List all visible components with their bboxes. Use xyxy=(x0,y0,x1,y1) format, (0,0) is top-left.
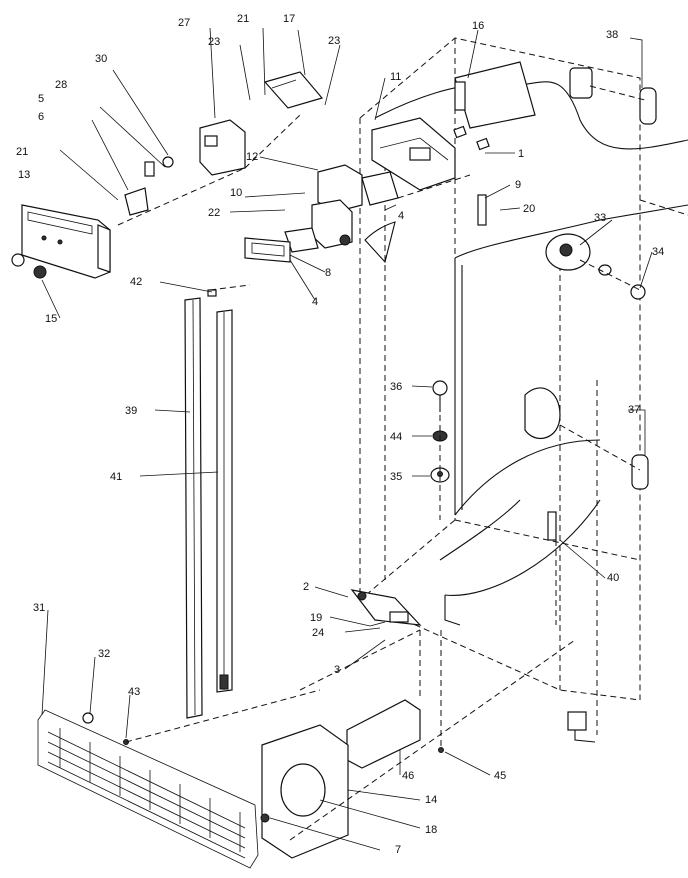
callout-2: 2 xyxy=(303,581,309,593)
bracket-6 xyxy=(124,187,149,216)
knob-15 xyxy=(11,253,47,279)
callout-12: 12 xyxy=(246,151,258,163)
callout-21a: 21 xyxy=(237,13,249,25)
control-box-27 xyxy=(199,119,246,176)
callout-14: 14 xyxy=(425,794,437,806)
callout-45: 45 xyxy=(494,770,506,782)
callout-30: 30 xyxy=(95,53,107,65)
callout-3: 3 xyxy=(334,664,340,676)
assembly-lines xyxy=(117,85,646,841)
switch-28 xyxy=(144,156,174,177)
callout-5: 5 xyxy=(38,93,44,105)
callout-17: 17 xyxy=(283,13,295,25)
callout-34: 34 xyxy=(652,246,664,258)
callout-27: 27 xyxy=(178,17,190,29)
clip-42 xyxy=(207,289,217,297)
callout-38: 38 xyxy=(606,29,618,41)
callout-11: 11 xyxy=(390,71,401,83)
callout-44: 44 xyxy=(390,431,402,443)
callout-7: 7 xyxy=(395,844,401,856)
light-socket-38 xyxy=(569,67,657,125)
front-grille-31 xyxy=(37,709,259,869)
cabinet-liner xyxy=(364,81,688,743)
callout-8: 8 xyxy=(325,267,331,279)
housing-10 xyxy=(311,199,353,249)
door-strip-39 xyxy=(184,297,203,719)
lens-4 xyxy=(244,237,291,263)
callout-24: 24 xyxy=(312,627,324,639)
callout-13: 13 xyxy=(18,169,30,181)
callout-39: 39 xyxy=(125,405,137,417)
door-strip-41 xyxy=(216,309,233,693)
callout-37: 37 xyxy=(628,404,640,416)
screw-7 xyxy=(260,813,270,823)
control-housing xyxy=(371,117,456,191)
callout-4a: 4 xyxy=(398,210,404,222)
control-panel-13 xyxy=(21,204,111,279)
callout-32: 32 xyxy=(98,648,110,660)
screw-45 xyxy=(438,747,444,753)
callout-31: 31 xyxy=(33,602,45,614)
callout-20: 20 xyxy=(523,203,535,215)
callout-23b: 23 xyxy=(328,35,340,47)
light-socket-37 xyxy=(524,387,649,490)
callout-6: 6 xyxy=(38,111,44,123)
sensor-9 xyxy=(477,194,487,226)
insulation-46 xyxy=(346,699,421,769)
callout-4b: 4 xyxy=(312,296,318,308)
baffle-40 xyxy=(547,511,557,541)
fan-shroud-14 xyxy=(261,724,349,859)
callouts: 1 2 3 4 4 5 6 7 8 9 10 11 12 13 14 15 16… xyxy=(16,13,664,856)
pin-1 xyxy=(453,125,490,151)
callout-46: 46 xyxy=(402,770,414,782)
callout-19: 19 xyxy=(310,612,322,624)
callout-43: 43 xyxy=(128,686,140,698)
top-bracket-16 xyxy=(454,61,536,129)
callout-22: 22 xyxy=(208,207,220,219)
bracket-17 xyxy=(263,71,324,109)
cover-12 xyxy=(317,164,399,213)
callout-1: 1 xyxy=(518,148,524,160)
callout-36: 36 xyxy=(390,381,402,393)
leader-lines xyxy=(41,27,653,851)
hinge-bracket xyxy=(350,589,422,626)
callout-42: 42 xyxy=(130,276,142,288)
callout-33: 33 xyxy=(594,212,606,224)
callout-15: 15 xyxy=(45,313,57,325)
callout-41: 41 xyxy=(110,471,122,483)
callout-23a: 23 xyxy=(208,36,220,48)
clip-32 xyxy=(82,712,94,724)
callout-21b: 21 xyxy=(16,146,28,158)
callout-28: 28 xyxy=(55,79,67,91)
callout-18: 18 xyxy=(425,824,437,836)
water-valve-33 xyxy=(545,233,646,300)
callout-10: 10 xyxy=(230,187,242,199)
callout-40: 40 xyxy=(607,572,619,584)
callout-35: 35 xyxy=(390,471,402,483)
fitting-36 xyxy=(432,380,448,412)
callout-9: 9 xyxy=(515,179,521,191)
callout-16: 16 xyxy=(472,20,484,32)
